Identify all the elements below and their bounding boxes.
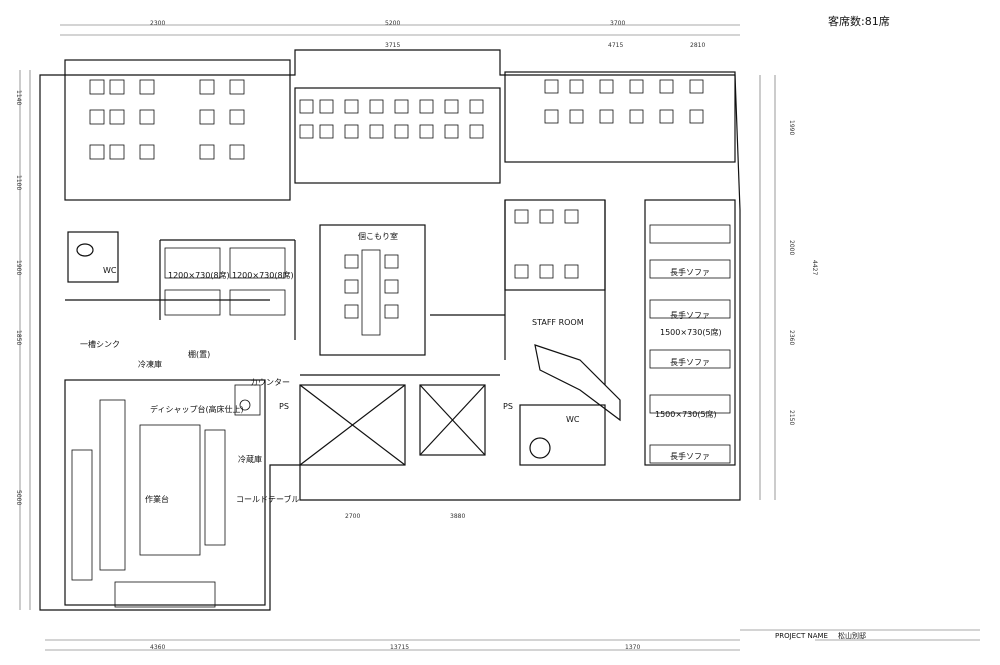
seat-count-label: 客席数:81席 <box>828 15 890 28</box>
dim-left-3: 1900 <box>15 260 22 276</box>
dim-top-2: 5200 <box>385 20 401 27</box>
private-room <box>319 224 426 356</box>
table-row-label-2: 1500×730(5席) <box>655 410 717 419</box>
restroom-left <box>67 231 119 283</box>
kitchen <box>64 379 266 606</box>
wc-room <box>519 404 606 466</box>
dim-bottom-2: 13715 <box>390 644 410 651</box>
ps-label-1: PS <box>503 402 513 411</box>
table-row-label: 1500×730(5席) <box>660 328 722 337</box>
dish-shelf-label: ディシャップ台(高床仕上) <box>150 405 244 414</box>
staff-room-label: STAFF ROOM <box>532 318 584 327</box>
shaft-1 <box>299 384 406 466</box>
refrigerator-label: 冷蔵庫 <box>238 455 262 464</box>
dim-top-3: 3700 <box>610 20 626 27</box>
dim-top-1: 2300 <box>150 20 166 27</box>
dim-left-2: 1100 <box>15 175 22 191</box>
ps-label-2: PS <box>279 402 289 411</box>
dim-top-4: 3715 <box>385 42 401 49</box>
counter-label: カウンター <box>250 378 290 387</box>
dim-bottom-1: 4360 <box>150 644 166 651</box>
dim-left-4: 1850 <box>15 330 22 346</box>
freezer-label: 冷凍庫 <box>138 360 162 369</box>
outer-wall <box>39 49 741 611</box>
room-upper-middle <box>294 87 501 184</box>
stair <box>534 344 621 422</box>
dim-right-3: 2360 <box>788 330 795 346</box>
project-name: 松山別邸 <box>838 632 866 640</box>
dim-left-5: 5000 <box>15 490 22 506</box>
table-label: 1200×730(8席) <box>168 271 230 280</box>
project-label: PROJECT NAME <box>775 632 828 640</box>
dim-right-4: 2150 <box>788 410 795 426</box>
wc-left-label: WC <box>103 266 117 275</box>
bench-label-1: 長手ソファ <box>670 268 710 277</box>
bench-label-3: 長手ソファ <box>670 358 710 367</box>
dim-bottom-5: 3880 <box>450 513 466 520</box>
dim-bottom-4: 2700 <box>345 513 361 520</box>
shaft-2 <box>419 384 486 456</box>
dim-right-5: 1990 <box>788 120 795 136</box>
room-right <box>644 199 736 466</box>
room-mid-right <box>504 199 606 291</box>
wc-label: WC <box>566 415 580 424</box>
room-upper-left <box>64 59 291 201</box>
table-label-2: 1200×730(8席) <box>232 271 294 280</box>
dim-left-1: 1140 <box>15 90 22 106</box>
dim-bottom-3: 1370 <box>625 644 641 651</box>
private-room-label: 個こもり室 <box>358 232 398 241</box>
sink-label: 一槽シンク <box>80 340 120 349</box>
room-upper-right <box>504 71 736 163</box>
prep-table-label: コールドテーブル <box>236 495 300 504</box>
dim-top-6: 2810 <box>690 42 706 49</box>
bench-label-4: 長手ソファ <box>670 452 710 461</box>
bench-label-2: 長手ソファ <box>670 311 710 320</box>
dim-top-5: 4715 <box>608 42 624 49</box>
work-table-label: 作業台 <box>145 495 169 504</box>
shelf-label: 棚(置) <box>188 350 211 359</box>
dim-right-1: 4427 <box>811 260 818 276</box>
dim-right-2: 2000 <box>788 240 795 256</box>
